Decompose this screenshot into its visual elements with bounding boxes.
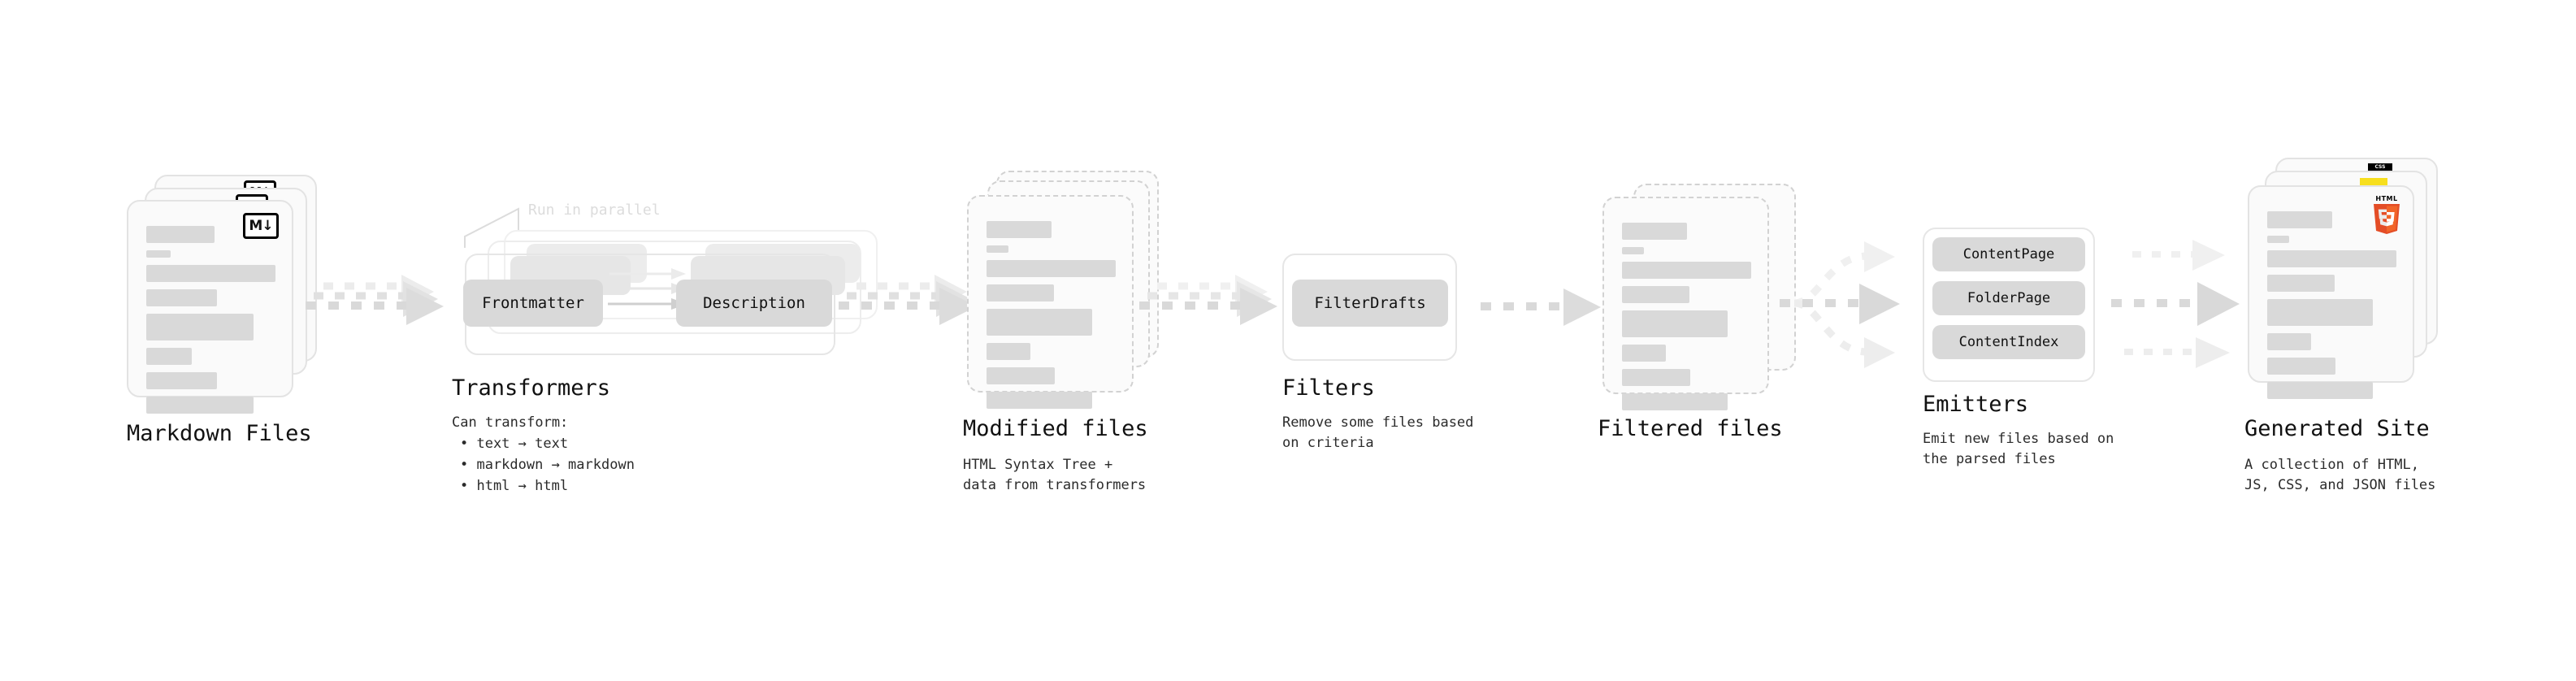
emitter-node-folderpage-label: FolderPage	[1967, 290, 2051, 306]
html5-shield: HTML	[2372, 195, 2401, 234]
markdown-glyph: M↓	[243, 213, 279, 239]
transformers-title: Transformers	[452, 375, 611, 401]
transformer-node-frontmatter[interactable]: Frontmatter	[463, 280, 603, 327]
arrow-modified-to-filters	[1139, 275, 1277, 325]
transformers-subtitle: Can transform:	[452, 414, 569, 431]
emitters-title: Emitters	[1923, 392, 2029, 417]
emitters-subtitle: Emit new files based on the parsed files	[1923, 431, 2114, 467]
modified-skeleton	[987, 221, 1116, 416]
filter-node-filterdrafts-label: FilterDrafts	[1314, 294, 1426, 312]
transformer-node-frontmatter-label: Frontmatter	[482, 294, 584, 312]
filters-title: Filters	[1282, 375, 1375, 401]
markdown-card-front: M↓	[127, 200, 293, 414]
filtered-skeleton	[1622, 223, 1751, 418]
transformers-bullet-0: • text → text	[460, 436, 569, 452]
transformer-node-description-label: Description	[703, 294, 805, 312]
filters-subtitle: Remove some files based on criteria	[1282, 414, 1474, 451]
emitter-node-contentpage[interactable]: ContentPage	[1932, 237, 2085, 271]
site-card-front: HTML	[2248, 185, 2414, 399]
filters-container	[1282, 254, 1457, 361]
filtered-card-front	[1602, 197, 1769, 410]
arrow-markdown-to-transformers	[306, 275, 444, 325]
generated-site-subtitle: A collection of HTML, JS, CSS, and JSON …	[2244, 457, 2436, 493]
emitter-node-contentindex-label: ContentIndex	[1958, 334, 2059, 350]
modified-files-title: Modified files	[963, 416, 1148, 441]
emitters-container	[1923, 228, 2095, 382]
transformers-bullet-1: • markdown → markdown	[460, 457, 635, 473]
transformer-node-description[interactable]: Description	[676, 280, 832, 327]
markdown-files-title: Markdown Files	[127, 421, 312, 446]
modified-files-subtitle: HTML Syntax Tree + data from transformer…	[963, 457, 1147, 493]
run-in-parallel-label: Run in parallel	[528, 202, 661, 219]
filter-node-filterdrafts[interactable]: FilterDrafts	[1292, 280, 1448, 327]
arrow-filters-to-filtered	[1481, 288, 1601, 326]
filtered-files-title: Filtered files	[1598, 416, 1783, 441]
generated-site-title: Generated Site	[2244, 416, 2430, 441]
transformers-bullet-2: • html → html	[460, 478, 569, 494]
css-glyph: CSS	[2368, 163, 2392, 174]
arrow-transformers-to-modified	[839, 275, 977, 325]
emitter-node-folderpage[interactable]: FolderPage	[1932, 281, 2085, 315]
css-icon: CSS	[2368, 163, 2563, 174]
emitter-node-contentpage-label: ContentPage	[1962, 246, 2055, 262]
modified-card-front	[967, 195, 1134, 409]
emitter-node-contentindex[interactable]: ContentIndex	[1932, 325, 2085, 359]
markdown-skeleton	[146, 226, 275, 421]
html5-wordmark: HTML	[2375, 195, 2398, 202]
html5-icon: HTML	[2372, 195, 2401, 234]
site-skeleton	[2267, 211, 2396, 406]
arrow-emitters-to-site	[2111, 240, 2240, 368]
arrow-filtered-to-emitters	[1780, 241, 1900, 368]
markdown-icon: M↓	[243, 213, 279, 239]
run-in-parallel-bracket	[464, 207, 519, 248]
